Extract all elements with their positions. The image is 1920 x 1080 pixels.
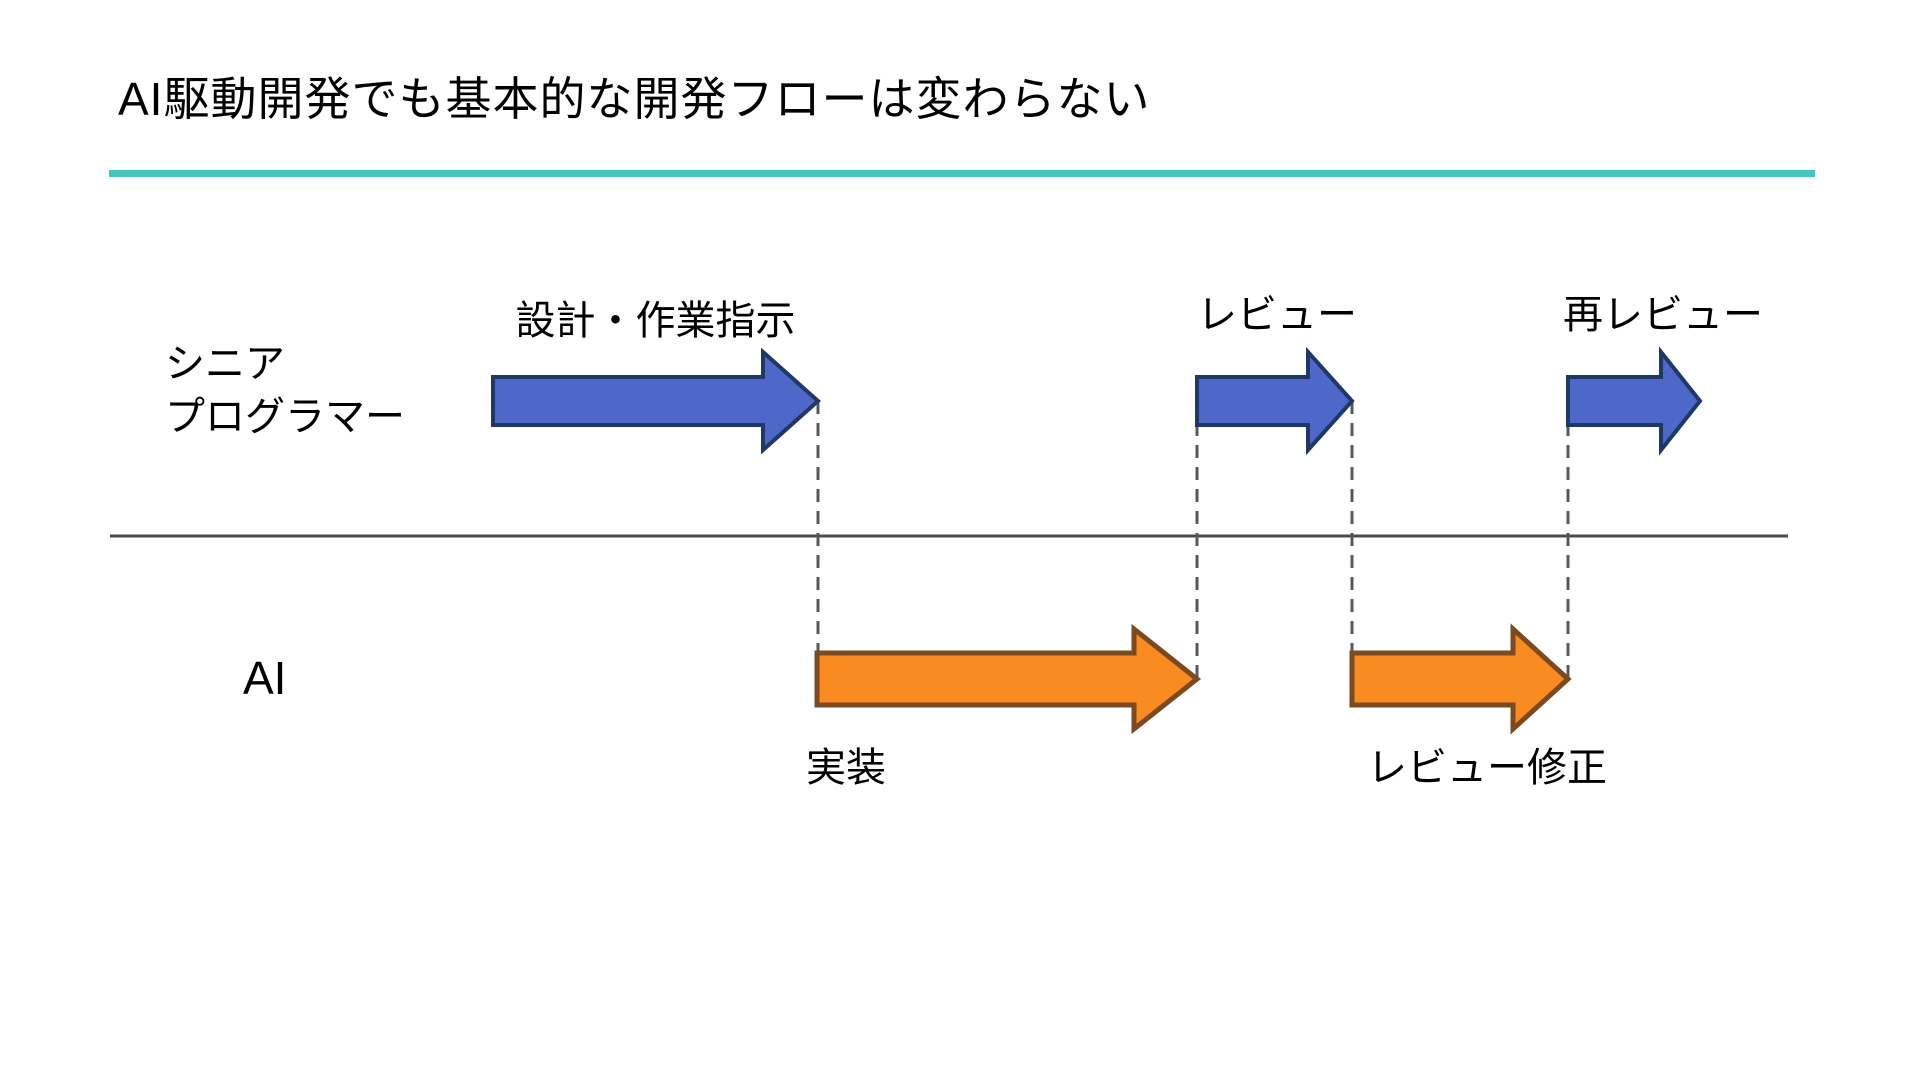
- title-accent-rule: [109, 170, 1815, 177]
- step-label-review-fix: レビュー修正: [1367, 746, 1607, 790]
- step-label-implementation: 実装: [806, 746, 886, 790]
- lane-label-ai: AI: [243, 652, 287, 704]
- arrow-design-instruction: [491, 347, 822, 455]
- arrow-re-review: [1566, 346, 1703, 456]
- slide-title: AI駆動開発でも基本的な開発フローは変わらない: [118, 73, 1151, 125]
- arrow-review-fix: [1349, 623, 1572, 735]
- step-label-review: レビュー: [1197, 293, 1357, 337]
- step-label-design-instruction: 設計・作業指示: [515, 299, 796, 343]
- step-label-re-review: 再レビュー: [1563, 293, 1763, 337]
- lane-label-senior-programmer: シニア プログラマー: [165, 342, 405, 439]
- arrow-review: [1195, 346, 1355, 456]
- arrow-implementation: [814, 623, 1202, 735]
